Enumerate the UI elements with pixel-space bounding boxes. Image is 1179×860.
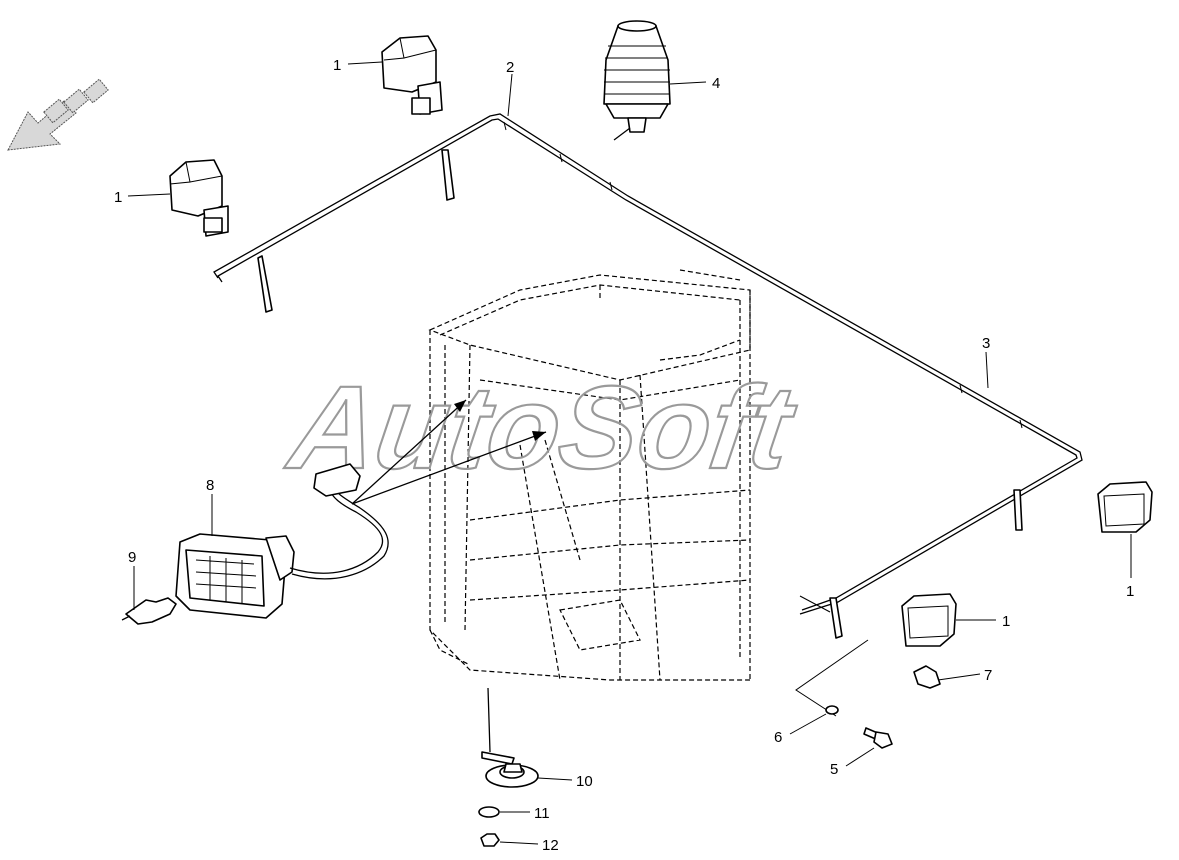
horn (478, 687, 539, 847)
bulb (121, 597, 177, 625)
beacon-light (603, 20, 671, 141)
bolt-and-washer (795, 639, 893, 749)
callout-4: 4 (712, 75, 720, 92)
callout-9: 9 (128, 549, 136, 566)
work-light-left (169, 159, 229, 237)
callout-7: 7 (984, 667, 992, 684)
headlamp (175, 463, 389, 619)
direction-arrow-icon (7, 78, 109, 151)
callout-1-top-light: 1 (333, 57, 341, 74)
light-bar-frame (213, 113, 1083, 639)
callout-labels: 1 1 1 1 2 3 4 5 6 7 8 9 10 11 12 (114, 57, 1134, 854)
callout-11: 11 (534, 805, 550, 822)
callout-5: 5 (830, 761, 838, 778)
callout-10: 10 (576, 773, 593, 790)
connection-arrows (351, 399, 547, 505)
callout-1-right-light: 1 (1126, 583, 1134, 600)
leader-lines (127, 61, 1132, 845)
callout-8: 8 (206, 477, 214, 494)
callout-3: 3 (982, 335, 990, 352)
callout-1-left-light: 1 (114, 189, 122, 206)
callout-2: 2 (506, 59, 514, 76)
work-light-right (1097, 481, 1153, 533)
callout-12: 12 (542, 837, 559, 854)
callout-1-lower-light: 1 (1002, 613, 1010, 630)
cab-outline (428, 269, 751, 681)
watermark-text: AutoSoft (280, 363, 804, 494)
work-light-top (381, 35, 443, 115)
work-light-lower (901, 593, 957, 647)
callout-6: 6 (774, 729, 782, 746)
clip (913, 665, 941, 689)
